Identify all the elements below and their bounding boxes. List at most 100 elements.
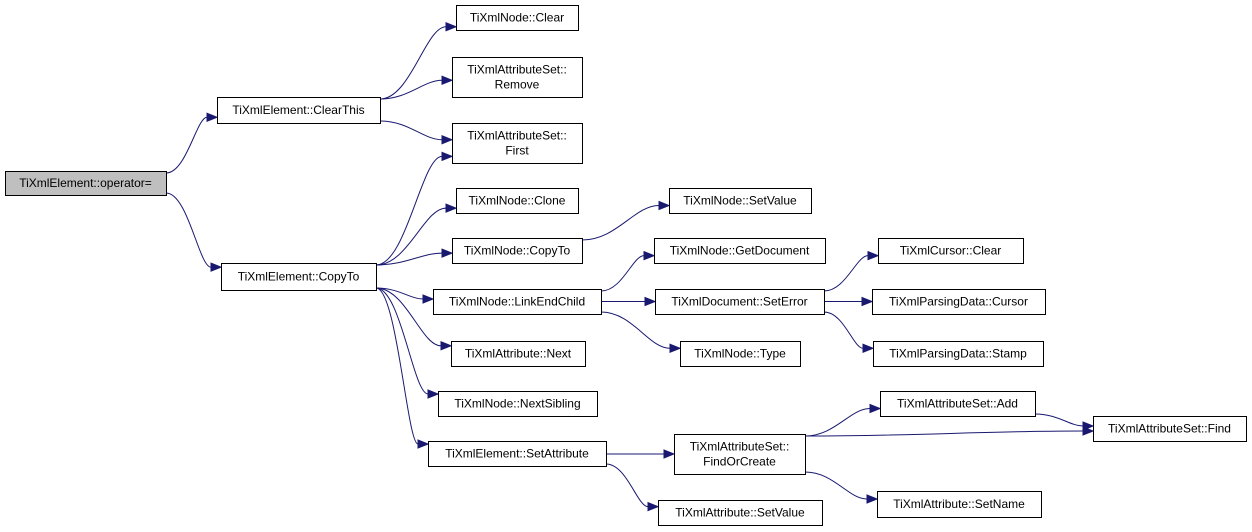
node-tixmlnode-setvalue-box xyxy=(669,188,812,214)
node-tixmlnode-clone-label: TiXmlNode::Clone xyxy=(469,194,566,208)
node-tixmlnode-type-box xyxy=(680,341,801,367)
node-tixmlnode-type[interactable]: TiXmlNode::Type xyxy=(680,341,801,367)
edge-tixmlelement-copyto-to-tixmlattribute-next xyxy=(375,287,453,351)
node-tixmlattributeset-first[interactable]: TiXmlAttributeSet::First xyxy=(452,123,583,164)
edge-tixmlelement-operator-assign-to-tixmlelement-copyto xyxy=(165,192,223,272)
node-tixmldocument-seterror-label: TiXmlDocument::SetError xyxy=(671,295,807,309)
node-tixmlparsingdata-cursor-box xyxy=(872,289,1046,315)
nodes-layer: TiXmlElement::operator= TiXmlElement::Cle… xyxy=(5,5,1247,526)
node-tixmlattribute-setname[interactable]: TiXmlAttribute::SetName xyxy=(877,491,1042,518)
edge-tixmlattributeset-findorcreate-to-tixmlattributeset-find xyxy=(804,426,1095,437)
node-tixmlattributeset-first-label: TiXmlAttributeSet:: xyxy=(467,129,567,143)
node-tixmlnode-clear-box xyxy=(456,5,579,31)
node-tixmlattributeset-find-box xyxy=(1093,416,1247,442)
node-tixmlattributeset-remove-box xyxy=(452,57,583,98)
edge-tixmlelement-setattribute-to-tixmlattributeset-findorcreate xyxy=(605,449,676,459)
edge-tixmlelement-clearthis-to-tixmlattributeset-first xyxy=(379,120,454,145)
edge-tixmlelement-copyto-to-tixmlnode-copyto xyxy=(375,248,454,266)
node-tixmlattributeset-findorcreate-box xyxy=(674,434,806,475)
node-tixmlparsingdata-cursor[interactable]: TiXmlParsingData::Cursor xyxy=(872,289,1046,315)
node-tixmlparsingdata-cursor-label: TiXmlParsingData::Cursor xyxy=(889,295,1028,309)
node-tixmlnode-clone-box xyxy=(456,188,579,214)
edge-tixmldocument-seterror-to-tixmlcursor-clear xyxy=(823,250,880,292)
node-tixmlattributeset-findorcreate-label: FindOrCreate xyxy=(703,455,776,469)
edge-tixmlattributeset-findorcreate-to-tixmlattributeset-add xyxy=(804,403,882,437)
node-tixmlattribute-setname-box xyxy=(877,491,1042,518)
edge-tixmlelement-copyto-to-tixmlnode-linkendchild xyxy=(375,287,435,304)
node-tixmlelement-clearthis-label: TiXmlElement::ClearThis xyxy=(232,103,364,117)
node-tixmlcursor-clear-label: TiXmlCursor::Clear xyxy=(900,244,1002,258)
edge-tixmlelement-copyto-to-tixmlnode-clone xyxy=(375,203,458,266)
edge-tixmlelement-setattribute-to-tixmlattribute-setvalue xyxy=(605,463,660,512)
node-tixmlelement-setattribute[interactable]: TiXmlElement::SetAttribute xyxy=(428,441,607,467)
edge-tixmlelement-copyto-to-tixmlattributeset-first xyxy=(375,151,454,266)
node-tixmlnode-clone[interactable]: TiXmlNode::Clone xyxy=(456,188,579,214)
node-tixmlelement-copyto[interactable]: TiXmlElement::CopyTo xyxy=(221,263,377,291)
edge-tixmlelement-clearthis-to-tixmlattributeset-remove xyxy=(379,75,454,100)
node-tixmlnode-nextsibling-label: TiXmlNode::NextSibling xyxy=(454,397,580,411)
node-tixmlnode-clear-label: TiXmlNode::Clear xyxy=(470,11,564,25)
node-tixmlattributeset-remove[interactable]: TiXmlAttributeSet::Remove xyxy=(452,57,583,98)
node-tixmlelement-setattribute-label: TiXmlElement::SetAttribute xyxy=(445,447,589,461)
node-tixmlattribute-setname-label: TiXmlAttribute::SetName xyxy=(893,497,1025,511)
node-tixmlnode-type-label: TiXmlNode::Type xyxy=(694,347,786,361)
node-tixmlelement-operator-assign-label: TiXmlElement::operator= xyxy=(19,176,152,190)
node-tixmlnode-clear[interactable]: TiXmlNode::Clear xyxy=(456,5,579,31)
node-tixmlnode-setvalue[interactable]: TiXmlNode::SetValue xyxy=(669,188,812,214)
node-tixmlattributeset-find[interactable]: TiXmlAttributeSet::Find xyxy=(1093,416,1247,442)
node-tixmlattributeset-add[interactable]: TiXmlAttributeSet::Add xyxy=(880,391,1036,417)
node-tixmlattribute-next-box xyxy=(451,341,586,367)
node-tixmlelement-clearthis-box xyxy=(217,97,381,124)
node-tixmlnode-getdocument-box xyxy=(654,238,826,264)
node-tixmlattribute-next-label: TiXmlAttribute::Next xyxy=(465,347,572,361)
edge-tixmlelement-copyto-to-tixmlelement-setattribute xyxy=(375,287,430,449)
node-tixmlattribute-setvalue-box xyxy=(658,500,823,526)
node-tixmlnode-getdocument-label: TiXmlNode::GetDocument xyxy=(670,244,810,258)
node-tixmlcursor-clear-box xyxy=(878,238,1024,264)
node-tixmlattributeset-first-box xyxy=(452,123,583,164)
node-tixmlnode-getdocument[interactable]: TiXmlNode::GetDocument xyxy=(654,238,826,264)
edge-tixmldocument-seterror-to-tixmlparsingdata-stamp xyxy=(823,311,875,354)
edge-tixmlelement-clearthis-to-tixmlnode-clear xyxy=(379,22,458,100)
node-tixmlnode-copyto-box xyxy=(452,238,583,264)
node-tixmlparsingdata-stamp-box xyxy=(873,341,1044,367)
edge-tixmlattributeset-findorcreate-to-tixmlattribute-setname xyxy=(804,471,879,504)
node-tixmldocument-seterror-box xyxy=(655,289,825,315)
node-tixmlcursor-clear[interactable]: TiXmlCursor::Clear xyxy=(878,238,1024,264)
node-tixmlattributeset-findorcreate-label: TiXmlAttributeSet:: xyxy=(690,440,790,454)
node-tixmlnode-copyto-label: TiXmlNode::CopyTo xyxy=(464,244,571,258)
edge-tixmlnode-linkendchild-to-tixmldocument-seterror xyxy=(601,296,657,307)
node-tixmlattributeset-first-label: First xyxy=(505,144,529,158)
node-tixmlelement-copyto-box xyxy=(221,263,377,291)
node-tixmlelement-operator-assign[interactable]: TiXmlElement::operator= xyxy=(5,171,167,196)
edges-layer xyxy=(165,22,1095,512)
node-tixmlattributeset-remove-label: Remove xyxy=(495,78,540,92)
node-tixmlattributeset-add-label: TiXmlAttributeSet::Add xyxy=(897,397,1018,411)
node-tixmlattributeset-remove-label: TiXmlAttributeSet:: xyxy=(467,63,567,77)
node-tixmlattribute-setvalue[interactable]: TiXmlAttribute::SetValue xyxy=(658,500,823,526)
node-tixmlattribute-next[interactable]: TiXmlAttribute::Next xyxy=(451,341,586,367)
edge-tixmlelement-operator-assign-to-tixmlelement-clearthis xyxy=(165,112,219,174)
node-tixmlnode-nextsibling[interactable]: TiXmlNode::NextSibling xyxy=(438,391,598,417)
node-tixmlnode-copyto[interactable]: TiXmlNode::CopyTo xyxy=(452,238,583,264)
node-tixmlnode-nextsibling-box xyxy=(438,391,598,417)
node-tixmlattributeset-add-box xyxy=(880,391,1036,417)
node-tixmldocument-seterror[interactable]: TiXmlDocument::SetError xyxy=(655,289,825,315)
node-tixmlnode-linkendchild[interactable]: TiXmlNode::LinkEndChild xyxy=(433,289,602,315)
node-tixmlattributeset-find-label: TiXmlAttributeSet::Find xyxy=(1108,422,1231,436)
edge-tixmlelement-copyto-to-tixmlnode-nextsibling xyxy=(375,287,440,399)
edge-tixmlnode-linkendchild-to-tixmlnode-type xyxy=(600,311,682,354)
edge-tixmlnode-copyto-to-tixmlnode-setvalue xyxy=(581,200,671,241)
edge-tixmlattributeset-add-to-tixmlattributeset-find xyxy=(1034,413,1095,431)
edge-tixmldocument-seterror-to-tixmlparsingdata-cursor xyxy=(824,296,874,307)
node-tixmlparsingdata-stamp[interactable]: TiXmlParsingData::Stamp xyxy=(873,341,1044,367)
node-tixmlelement-setattribute-box xyxy=(428,441,607,467)
node-tixmlelement-clearthis[interactable]: TiXmlElement::ClearThis xyxy=(217,97,381,124)
node-tixmlnode-linkendchild-box xyxy=(433,289,602,315)
node-tixmlattributeset-findorcreate[interactable]: TiXmlAttributeSet::FindOrCreate xyxy=(674,434,806,475)
node-tixmlattribute-setvalue-label: TiXmlAttribute::SetValue xyxy=(675,506,805,520)
node-tixmlnode-setvalue-label: TiXmlNode::SetValue xyxy=(683,194,797,208)
edge-tixmlnode-linkendchild-to-tixmlnode-getdocument xyxy=(600,250,656,292)
node-tixmlnode-linkendchild-label: TiXmlNode::LinkEndChild xyxy=(449,295,585,309)
